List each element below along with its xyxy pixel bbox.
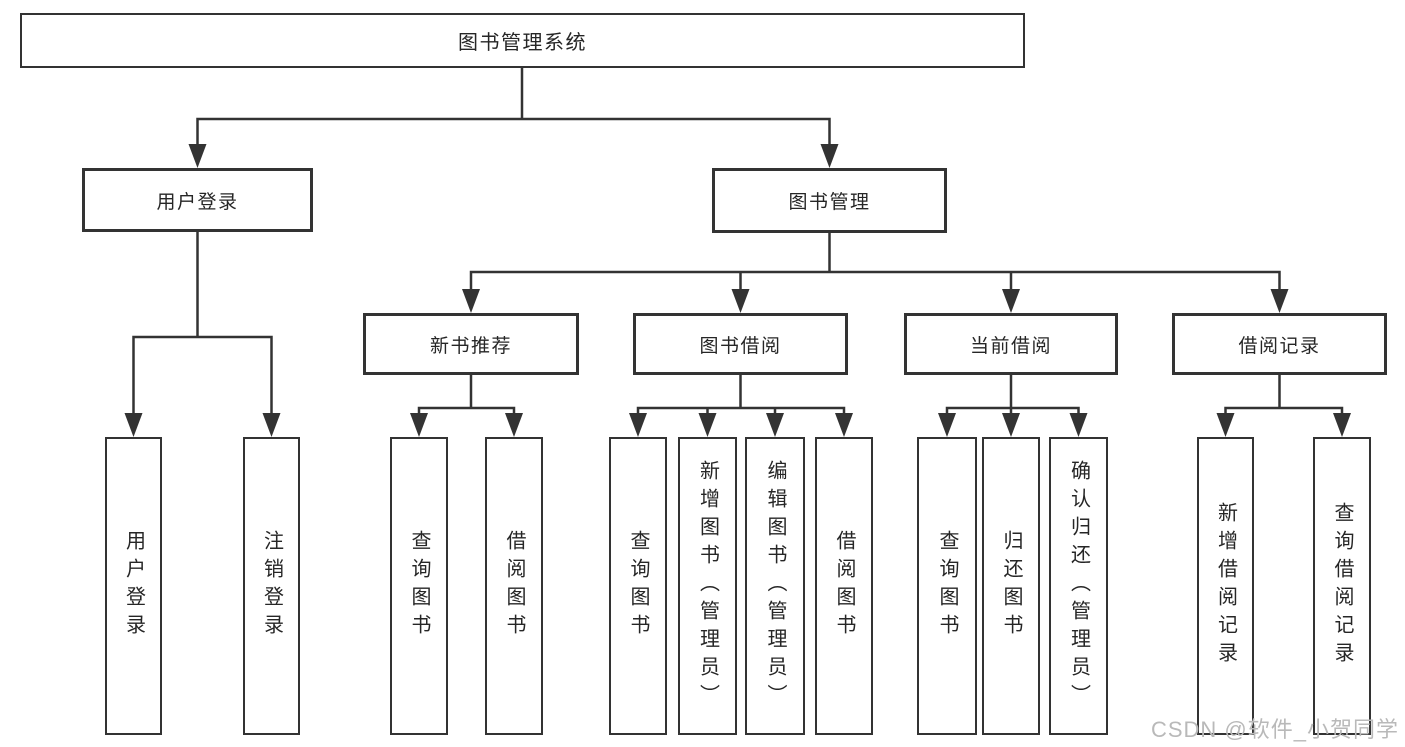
arrowhead — [1069, 413, 1088, 437]
node-current-borrow: 当前借阅 — [904, 313, 1118, 375]
arrowhead — [629, 413, 647, 437]
arrowhead — [505, 413, 523, 437]
leaf-borrow-books-recommend: 借阅图书 — [485, 437, 543, 735]
arrowhead — [124, 413, 143, 437]
node-book-management: 图书管理 — [712, 168, 947, 233]
node-label: 编辑图书（管理员） — [764, 460, 786, 712]
node-label: 查询借阅记录 — [1331, 502, 1353, 670]
connector-borrow-records — [1224, 373, 1344, 423]
leaf-query-books-borrow: 查询图书 — [609, 437, 667, 735]
arrowhead — [262, 413, 281, 437]
node-label: 用户登录 — [156, 191, 239, 213]
node-label: 图书管理 — [788, 192, 871, 213]
node-label: 图书借阅 — [699, 335, 782, 357]
csdn-watermark: CSDN @软件_小贺同学 — [1150, 717, 1399, 742]
leaf-query-books-current: 查询图书 — [917, 437, 977, 735]
arrowhead — [835, 413, 853, 437]
connector-root — [196, 66, 831, 154]
node-label: 注销登录 — [260, 530, 283, 642]
node-label: 确认归还（管理员） — [1067, 460, 1090, 712]
connector-new-book — [417, 373, 516, 423]
node-label: 查询图书 — [408, 530, 430, 642]
arrowhead — [698, 413, 717, 437]
arrowhead — [938, 413, 956, 437]
leaf-query-books-recommend: 查询图书 — [390, 437, 448, 735]
connector-book-borrow — [636, 373, 846, 423]
arrowhead — [1002, 413, 1020, 437]
node-label: 查询图书 — [627, 530, 649, 642]
node-book-borrow: 图书借阅 — [633, 313, 848, 375]
node-label: 当前借阅 — [969, 335, 1052, 357]
leaf-logout: 注销登录 — [243, 437, 300, 735]
arrowhead — [1270, 289, 1289, 313]
node-label: 用户登录 — [122, 530, 145, 642]
node-label: 新增借阅记录 — [1214, 502, 1237, 670]
arrowhead — [1002, 289, 1020, 313]
arrowhead — [462, 289, 480, 313]
connector-book-management — [469, 231, 1281, 299]
node-label: 查询图书 — [936, 530, 958, 642]
node-label: 借阅图书 — [833, 530, 855, 642]
node-new-book-recommend: 新书推荐 — [363, 313, 579, 375]
node-borrow-records: 借阅记录 — [1172, 313, 1387, 375]
leaf-query-borrow-record: 查询借阅记录 — [1313, 437, 1371, 735]
arrowhead — [188, 144, 207, 168]
arrowhead — [820, 144, 839, 168]
leaf-add-books-admin: 新增图书（管理员） — [678, 437, 737, 735]
node-label: 图书管理系统 — [458, 32, 587, 54]
arrowhead — [731, 289, 750, 313]
leaf-add-borrow-record: 新增借阅记录 — [1197, 437, 1254, 735]
leaf-return-books: 归还图书 — [982, 437, 1040, 735]
leaf-confirm-return-admin: 确认归还（管理员） — [1049, 437, 1108, 735]
node-library-management-system: 图书管理系统 — [20, 13, 1025, 68]
leaf-borrow-books: 借阅图书 — [815, 437, 873, 735]
connector-user-login — [132, 230, 273, 423]
node-user-login: 用户登录 — [82, 168, 313, 232]
arrowhead — [1216, 413, 1235, 437]
node-label: 归还图书 — [1000, 530, 1022, 642]
node-label: 新书推荐 — [429, 335, 512, 357]
arrowhead — [766, 413, 784, 437]
node-label: 借阅记录 — [1238, 335, 1321, 357]
node-label: 借阅图书 — [503, 530, 525, 642]
leaf-user-login: 用户登录 — [105, 437, 162, 735]
arrowhead — [1333, 413, 1351, 437]
leaf-edit-books-admin: 编辑图书（管理员） — [745, 437, 805, 735]
node-label: 新增图书（管理员） — [696, 460, 719, 712]
arrowhead — [410, 413, 428, 437]
